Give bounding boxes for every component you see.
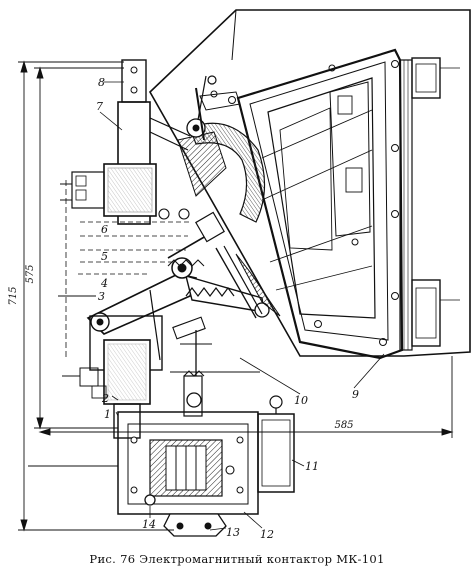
auxiliary-block [117,330,295,537]
callout-8: 8 [98,76,105,89]
dim-575: 575 [25,264,36,283]
arc-horn [177,75,266,223]
callout-14: 14 [142,518,156,531]
dim-585: 585 [334,420,353,431]
dim-715: 715 [8,286,19,305]
callout-2: 2 [101,392,109,405]
operating-coil [62,315,163,439]
callout-3: 3 [98,290,105,303]
callout-12: 12 [260,528,274,541]
callout-6: 6 [101,223,108,236]
holding-coil [60,59,191,360]
callout-9: 9 [352,388,359,401]
arc-chute [148,9,471,360]
callout-11: 11 [305,460,319,473]
contact-lever [58,211,281,361]
callout-7: 7 [96,100,103,113]
dimension-lines [18,60,454,532]
callout-5: 5 [101,250,108,263]
leader-lines [99,81,385,531]
callout-10: 10 [294,394,308,407]
figure-caption: Рис. 76 Электромагнитный контактор МК-10… [89,552,385,566]
callout-4: 4 [100,277,108,290]
callout-13: 13 [226,526,240,539]
callout-1: 1 [104,408,111,421]
